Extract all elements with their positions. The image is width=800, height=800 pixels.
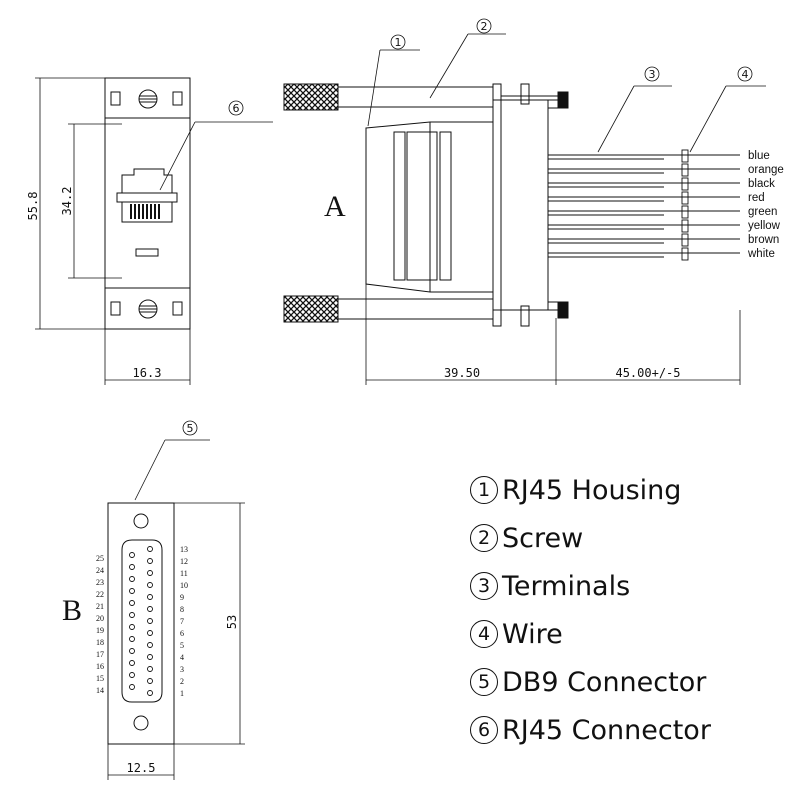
- pin-label: 10: [180, 581, 188, 590]
- pin-label: 5: [180, 641, 184, 650]
- legend-number: 3: [470, 572, 498, 600]
- wire-label-brown: brown: [748, 234, 779, 246]
- jack-height-dimension: 34.2: [60, 187, 74, 216]
- pin-label: 18: [96, 638, 104, 647]
- pin-label: 23: [96, 578, 104, 587]
- wire-label-yellow: yellow: [748, 220, 781, 232]
- pin-label: 20: [96, 614, 104, 623]
- wire-label-green: green: [748, 206, 777, 218]
- pin-label: 21: [96, 602, 104, 611]
- legend-label: Terminals: [502, 570, 631, 602]
- wire-label-white: white: [747, 248, 775, 260]
- legend-label: RJ45 Housing: [502, 474, 682, 506]
- legend-item-wire: 4 Wire: [470, 610, 790, 658]
- callout-1: 1: [395, 36, 402, 49]
- legend-item-rj45-connector: 6 RJ45 Connector: [470, 706, 790, 754]
- pin-label: 17: [96, 650, 104, 659]
- callout-4: 4: [742, 68, 749, 81]
- legend-number: 2: [470, 524, 498, 552]
- pin-label: 3: [180, 665, 184, 674]
- db-connector-view: [107, 420, 245, 780]
- legend-item-db9-connector: 5 DB9 Connector: [470, 658, 790, 706]
- pin-label: 19: [96, 626, 104, 635]
- view-a-label: A: [324, 190, 346, 223]
- connector-pins: [129, 546, 153, 696]
- legend-item-screw: 2 Screw: [470, 514, 790, 562]
- legend-label: RJ45 Connector: [502, 714, 711, 746]
- pin-label: 15: [96, 674, 104, 683]
- pin-label: 12: [180, 557, 188, 566]
- pin-label: 6: [180, 629, 184, 638]
- parts-legend: 1 RJ45 Housing 2 Screw 3 Terminals 4 Wir…: [470, 466, 790, 754]
- callout-2: 2: [481, 20, 488, 33]
- wire-label-orange: orange: [748, 164, 784, 176]
- pin-label: 8: [180, 605, 184, 614]
- rj45-plate-view: [35, 77, 273, 385]
- wire-color-labels: blue orange black red green yellow brown…: [747, 150, 784, 260]
- pin-label: 14: [96, 686, 104, 695]
- db-width-dimension: 12.5: [127, 761, 156, 775]
- wire-label-blue: blue: [748, 150, 770, 162]
- pin-label: 4: [180, 653, 184, 662]
- pin-numbers-right: 13 12 11 10 9 8 7 6 5 4 3 2 1: [180, 545, 188, 698]
- pin-label: 16: [96, 662, 104, 671]
- pin-label: 1: [180, 689, 184, 698]
- pin-numbers-left: 25 24 23 22 21 20 19 18 17 16 15 14: [96, 554, 104, 695]
- callout-3: 3: [649, 68, 656, 81]
- pin-label: 9: [180, 593, 184, 602]
- wire-label-red: red: [748, 192, 765, 204]
- legend-label: Wire: [502, 618, 563, 650]
- rj45-jack: [116, 168, 178, 257]
- pin-label: 2: [180, 677, 184, 686]
- pin-label: 22: [96, 590, 104, 599]
- wire-length-dimension: 45.00+/-5: [615, 366, 680, 380]
- side-view-a: [283, 18, 766, 385]
- pin-label: 7: [180, 617, 184, 626]
- legend-label: DB9 Connector: [502, 666, 707, 698]
- view-b-label: B: [62, 594, 82, 627]
- pin-label: 11: [180, 569, 188, 578]
- housing-length-dimension: 39.50: [444, 366, 480, 380]
- callout-6: 6: [233, 102, 240, 115]
- pin-label: 13: [180, 545, 188, 554]
- legend-number: 6: [470, 716, 498, 744]
- legend-item-rj45-housing: 1 RJ45 Housing: [470, 466, 790, 514]
- legend-number: 4: [470, 620, 498, 648]
- legend-number: 5: [470, 668, 498, 696]
- callout-5: 5: [187, 422, 194, 435]
- plate-width-dimension: 16.3: [133, 366, 162, 380]
- db-height-dimension: 53: [225, 615, 239, 629]
- legend-label: Screw: [502, 522, 584, 554]
- pin-label: 24: [96, 566, 104, 575]
- legend-item-terminals: 3 Terminals: [470, 562, 790, 610]
- wire-label-black: black: [748, 178, 775, 190]
- legend-number: 1: [470, 476, 498, 504]
- pin-label: 25: [96, 554, 104, 563]
- plate-height-dimension: 55.8: [26, 192, 40, 221]
